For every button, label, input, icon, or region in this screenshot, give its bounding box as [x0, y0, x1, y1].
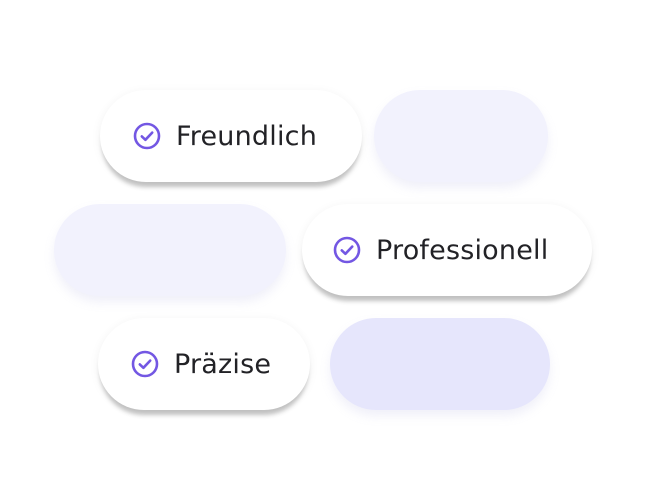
tag-pill-freundlich[interactable]: Freundlich	[100, 90, 362, 182]
check-circle-icon	[333, 236, 361, 264]
placeholder-pill	[330, 318, 550, 410]
check-circle-icon	[133, 122, 161, 150]
tag-label: Freundlich	[176, 120, 318, 152]
tag-label: Präzise	[174, 348, 272, 380]
check-circle-icon	[131, 350, 159, 378]
tag-label: Professionell	[376, 234, 549, 266]
placeholder-pill	[374, 90, 548, 182]
placeholder-pill	[54, 204, 286, 296]
tag-pill-professionell[interactable]: Professionell	[302, 204, 592, 296]
tag-pill-praezise[interactable]: Präzise	[98, 318, 310, 410]
